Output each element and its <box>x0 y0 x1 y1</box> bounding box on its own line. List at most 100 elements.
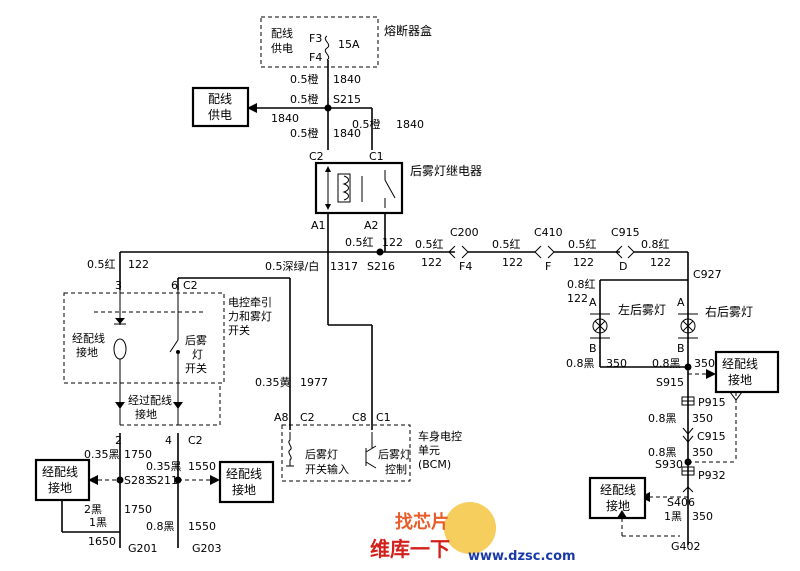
left-rear-fog-lamp: A B 左后雾灯 <box>589 296 666 355</box>
ground-box-mid: 经配线 接地 <box>218 460 275 504</box>
wire-label: 0.5红 <box>492 238 521 251</box>
wire-label: 1黑 <box>664 510 682 523</box>
splice-label: S215 <box>333 93 361 106</box>
wire-label: 0.5红 <box>345 236 374 249</box>
ground-label: 接地 <box>48 480 72 495</box>
wire-label: 0.5橙 <box>290 92 319 106</box>
module-label: 开关 <box>228 323 250 337</box>
bcm-control-label: 控制 <box>385 462 407 476</box>
wire-label: 0.5橙 <box>290 72 319 86</box>
splice-dot <box>684 458 692 466</box>
wire-label: 0.35黄 <box>255 375 291 389</box>
splice-label: P932 <box>698 469 726 482</box>
circuit-number: 1550 <box>188 460 216 473</box>
wire-label: 0.5橙 <box>352 117 381 131</box>
ground-label: 经过配线 <box>128 393 172 407</box>
lamp-icon <box>113 338 127 360</box>
connector-label: C1 <box>376 411 391 424</box>
pin-label: B <box>589 342 597 355</box>
fuse-box: 配线 供电 F3 F4 15A 熔断器盒 <box>260 16 432 68</box>
module-label: 力和雾灯 <box>228 310 272 323</box>
bcm-input-label: 后雾灯 <box>305 448 338 461</box>
connector-label: C2 <box>300 411 315 424</box>
splice-label: S930 <box>655 458 683 471</box>
pin-label: F <box>545 260 551 273</box>
pin-label: 2 <box>115 434 122 447</box>
ground-label: 经配线 <box>226 467 262 481</box>
connector-label: C200 <box>450 226 479 239</box>
relay-contact-icon <box>384 179 396 199</box>
fuse-rating: 15A <box>338 38 360 51</box>
wire-label: 0.35黑 <box>146 460 182 473</box>
bcm-control-label: 后雾灯 <box>378 448 411 461</box>
wire-label: 0.5橙 <box>290 126 319 140</box>
ground-box-r2: 经配线 接地 <box>588 476 647 520</box>
circuit-number: 1840 <box>396 118 424 131</box>
circuit-number: 1750 <box>124 448 152 461</box>
wire-label: 0.8黑 <box>652 357 681 370</box>
connector-label: C410 <box>534 226 563 239</box>
splice-label: S216 <box>367 260 395 273</box>
traction-fog-switch-module: 电控牵引 力和雾灯 开关 经配线 接地 后雾 灯 开关 经过配线 接地 <box>63 290 272 426</box>
watermark-url: www.dzsc.com <box>468 549 576 564</box>
ground-box-r1: 经配线 接地 <box>714 350 780 394</box>
wire-label: 0.8红 <box>641 238 670 251</box>
ground-label: 接地 <box>606 498 630 513</box>
circuit-number: 350 <box>692 412 713 425</box>
pin-label: A <box>677 296 685 309</box>
wire-label: 0.8黑 <box>648 412 677 425</box>
ground-label: 接地 <box>232 482 256 497</box>
bcm-input-label: 开关输入 <box>305 462 349 476</box>
pin-label: A2 <box>364 219 379 232</box>
connector-label: C915 <box>611 226 640 239</box>
arrow-left-icon <box>247 103 257 113</box>
supply-left-box: 配线 供电 <box>191 86 250 128</box>
supply-left-l2: 供电 <box>208 108 232 122</box>
circuit-number: 1550 <box>188 520 216 533</box>
ground-label: 经配线 <box>42 465 78 479</box>
wire-label: 0.8黑 <box>146 520 175 533</box>
mascot-logo <box>444 502 496 554</box>
fuse-pin-f4: F4 <box>309 51 322 64</box>
supply-left-l1: 配线 <box>208 92 232 106</box>
right-rear-fog-lamp: A B 右后雾灯 <box>677 296 753 355</box>
bcm-module: 后雾灯 开关输入 后雾灯 控制 车身电控 单元 (BCM) <box>281 424 462 482</box>
splice-label: S915 <box>656 376 684 389</box>
circuit-number: 1840 <box>333 73 361 86</box>
wire-label: 0.5红 <box>415 238 444 251</box>
bcm-label: 车身电控 <box>418 429 462 443</box>
watermark-line1: 找芯片 <box>395 511 449 533</box>
circuit-number: 350 <box>692 510 713 523</box>
splice-label: S283 <box>124 474 152 487</box>
left-lamp-label: 左后雾灯 <box>618 302 666 317</box>
wire-label: 0.5红 <box>87 258 116 271</box>
circuit-number: 350 <box>694 357 715 370</box>
circuit-number: 1650 <box>88 535 116 548</box>
ground-label: 接地 <box>728 372 752 387</box>
diode-icon <box>115 318 125 324</box>
wire-label: 0.8红 <box>567 278 596 291</box>
ground-label: 接地 <box>76 346 98 359</box>
pin-label: 3 <box>115 279 122 292</box>
fuse-pin-f3: F3 <box>309 32 322 45</box>
circuit-number: 350 <box>606 357 627 370</box>
circuit-number: 122 <box>567 292 588 305</box>
pin-label: B <box>677 342 685 355</box>
circuit-number: 1317 <box>330 260 358 273</box>
pin-label: A <box>589 296 597 309</box>
wire-label: 0.35黑 <box>84 448 120 461</box>
ground-box-left: 经配线 接地 <box>34 458 91 502</box>
wire-label: 1黑 <box>89 516 107 529</box>
switch-contact-icon <box>169 339 179 353</box>
pin-label: A8 <box>274 411 289 424</box>
pin-label: 6 <box>171 279 178 292</box>
pin-label: C8 <box>352 411 367 424</box>
connector-label: C927 <box>693 268 722 281</box>
switch-label: 后雾 <box>185 334 207 347</box>
ground-label: G402 <box>671 540 701 553</box>
circuit-number: 1840 <box>333 127 361 140</box>
pin-label: F4 <box>459 260 472 273</box>
connector-label: C2 <box>188 434 203 447</box>
ground-label: 经配线 <box>722 357 758 371</box>
splice-dot <box>684 363 692 371</box>
